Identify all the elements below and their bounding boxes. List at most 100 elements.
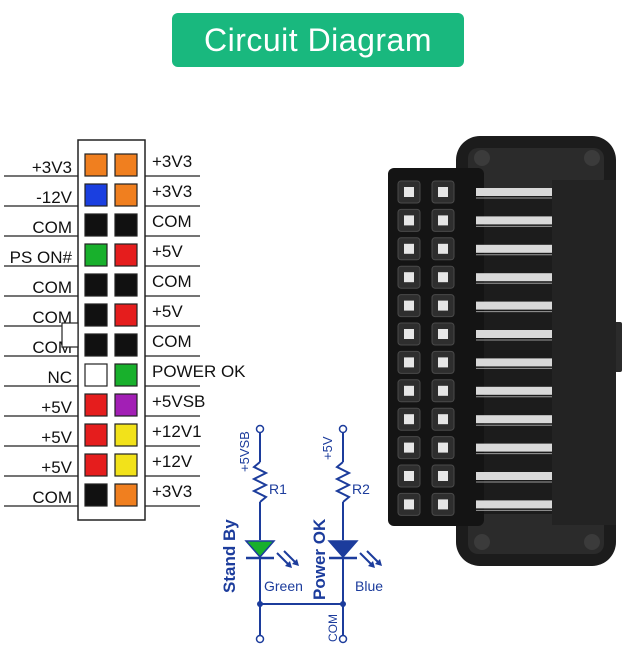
mount-hole	[584, 150, 600, 166]
led-label-standby: Stand By	[220, 519, 239, 593]
ground-label-com: COM	[326, 614, 340, 642]
right-pin-swatch	[114, 213, 138, 237]
right-pin-swatch	[114, 153, 138, 177]
led-label-powerok: Power OK	[310, 518, 329, 600]
connector-top-rib	[468, 148, 604, 188]
left-pin-label: COM	[32, 308, 72, 327]
connector-pins	[397, 180, 455, 516]
supply-label-5v: +5V	[320, 436, 335, 460]
left-pin-label: PS ON#	[10, 248, 73, 267]
arrow-heads	[257, 559, 382, 607]
left-pin-label: +5V	[41, 428, 72, 447]
connector-pin-contact	[404, 385, 414, 396]
supply-label-5vsb: +5VSB	[237, 431, 252, 472]
resistor-label-r1: R1	[269, 481, 287, 497]
connector-pin-contact	[438, 442, 448, 453]
left-pin-swatch	[84, 333, 108, 357]
connector-pin-contact	[404, 243, 414, 254]
connector-lead	[476, 386, 552, 395]
connector-pin-contact	[404, 499, 414, 510]
left-pin-swatch	[84, 243, 108, 267]
connector-pin-contact	[438, 471, 448, 481]
left-pin-swatch	[84, 213, 108, 237]
left-pin-swatch	[84, 273, 108, 297]
right-pin-swatch	[114, 393, 138, 417]
led-schematic	[251, 432, 381, 636]
terminal-com	[338, 634, 348, 644]
right-pin-label: +5V	[152, 302, 183, 321]
left-pin-swatch	[84, 483, 108, 507]
connector-lead	[476, 415, 552, 424]
connector-pin-contact	[404, 272, 414, 283]
left-pin-swatch	[84, 453, 108, 477]
connector-pin-contact	[438, 243, 448, 254]
mount-hole	[584, 534, 600, 550]
right-pin-label: POWER OK	[152, 362, 246, 381]
connector-lead	[476, 244, 552, 253]
right-pin-label: +3V3	[152, 482, 192, 501]
connector-lead	[476, 330, 552, 338]
right-pin-label: +5V	[152, 242, 183, 261]
right-pin-swatch	[114, 363, 138, 387]
left-pin-label: COM	[32, 488, 72, 507]
connector-pin-contact	[438, 385, 448, 396]
left-pin-swatch	[84, 423, 108, 447]
connector-pin-contact	[438, 357, 448, 368]
right-pin-label: COM	[152, 212, 192, 231]
right-pin-label: +12V	[152, 452, 193, 471]
atx-24pin-connector-icon	[388, 136, 622, 566]
connector-pin-contact	[438, 414, 448, 425]
right-pin-swatch	[114, 183, 138, 207]
left-pin-label: NC	[47, 368, 72, 387]
left-pin-label: COM	[32, 278, 72, 297]
led-color-blue: Blue	[355, 578, 383, 594]
mount-hole	[474, 150, 490, 166]
left-pin-swatch	[84, 303, 108, 327]
right-pin-swatch	[114, 483, 138, 507]
right-pin-label: +12V1	[152, 422, 202, 441]
connector-pin-contact	[404, 414, 414, 425]
left-pin-swatch	[84, 393, 108, 417]
title-banner: Circuit Diagram	[172, 13, 464, 67]
connector-lead	[476, 273, 552, 282]
connector-pin-contact	[438, 300, 448, 311]
terminal-bottom-left	[255, 634, 265, 644]
latch-tab	[61, 322, 79, 348]
left-pin-label: +3V3	[32, 158, 72, 177]
resistor-r1	[251, 461, 269, 503]
connector-pin-contact	[404, 300, 414, 311]
connector-lead	[476, 500, 552, 509]
connector-lead	[476, 188, 552, 196]
connector-pin-contact	[404, 215, 414, 226]
terminal-5vsb	[255, 424, 265, 434]
right-pin-label: +3V3	[152, 182, 192, 201]
connector-pin-contact	[404, 442, 414, 453]
connector-lead	[476, 358, 552, 367]
right-pin-label: +5VSB	[152, 392, 205, 411]
connector-lead	[476, 216, 552, 225]
connector-pin-contact	[438, 499, 448, 510]
right-pin-label: COM	[152, 272, 192, 291]
connector-lead	[476, 443, 552, 452]
left-pin-label: +5V	[41, 398, 72, 417]
connector-pin-contact	[404, 329, 414, 339]
led-powerok-icon	[327, 540, 359, 559]
connector-side-block	[552, 180, 616, 525]
mount-hole	[474, 534, 490, 550]
led-color-green: Green	[264, 578, 303, 594]
right-pin-swatch	[114, 303, 138, 327]
page-title: Circuit Diagram	[204, 21, 432, 58]
right-pin-swatch	[114, 273, 138, 297]
terminal-5v	[338, 424, 348, 434]
connector-leads	[476, 188, 552, 511]
connector-lead	[476, 472, 552, 480]
left-pin-label: COM	[32, 218, 72, 237]
connector-lead	[476, 301, 552, 310]
led-standby-icon	[244, 540, 276, 559]
resistor-r2	[334, 461, 352, 503]
connector-pin-contact	[438, 215, 448, 226]
right-pin-label: COM	[152, 332, 192, 351]
connector-pin-contact	[438, 272, 448, 283]
